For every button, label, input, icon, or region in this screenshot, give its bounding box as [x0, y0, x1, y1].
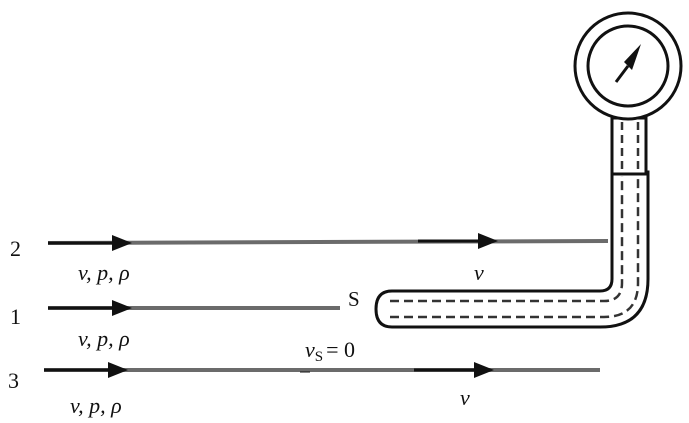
streamline-2-arrow-upstream — [112, 235, 132, 251]
streamline-2-downstream-label: v — [474, 260, 484, 285]
streamline-1-number: 1 — [10, 304, 21, 329]
streamline-3-arrow-upstream — [108, 362, 128, 378]
streamline-1 — [48, 300, 340, 316]
pitot-tube-body — [374, 170, 650, 329]
pitot-tube-inner-wall-bottom — [390, 176, 640, 319]
stagnation-velocity-label: vS= 0 — [305, 337, 355, 365]
streamline-2 — [47, 233, 609, 251]
stagnation-point-label: S — [348, 287, 360, 311]
gauge-needle-icon — [624, 44, 641, 70]
gauge-neck — [610, 116, 648, 176]
streamline-3-label: v, p, ρ — [70, 393, 122, 418]
streamline-2-line — [47, 239, 609, 245]
streamline-2-arrow-downstream — [478, 233, 498, 249]
streamline-2-label: v, p, ρ — [78, 260, 130, 285]
streamline-3-arrow-downstream — [474, 362, 494, 378]
streamline-1-label: v, p, ρ — [78, 326, 130, 351]
pitot-tube-inner-wall-top — [390, 176, 624, 303]
gauge-needle-tail — [614, 65, 630, 83]
streamline-3-downstream-label: v — [460, 385, 470, 410]
streamline-3 — [44, 362, 600, 378]
streamline-2-number: 2 — [10, 236, 21, 261]
streamline-1-arrow — [112, 300, 132, 316]
pitot-tube — [374, 11, 683, 329]
streamline-3-number: 3 — [8, 368, 19, 393]
